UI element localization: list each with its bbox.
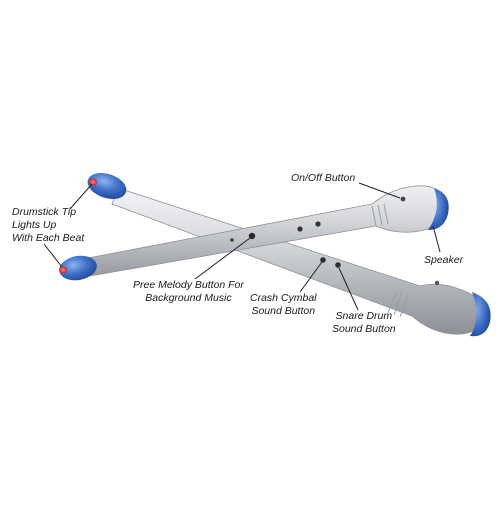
pointer-melody <box>194 237 251 280</box>
pointer-onoff <box>358 182 401 199</box>
label-line: Background Music <box>145 292 232 304</box>
drumstick-lower-left <box>59 185 449 281</box>
pointer-lines <box>43 182 441 311</box>
label-line: Lights Up <box>12 219 57 231</box>
label-speaker: Speaker <box>424 254 463 267</box>
label-line: With Each Beat <box>12 232 85 244</box>
label-snare-drum-button: Snare Drum Sound Button <box>332 310 396 336</box>
led-tip-icon <box>59 255 97 281</box>
label-drumstick-tip: Drumstick Tip Lights Up With Each Beat <box>12 206 84 245</box>
label-line: Sound Button <box>251 305 316 317</box>
led-tip-icon <box>87 173 127 199</box>
round-button-icon <box>230 196 440 286</box>
label-line: Sound Button <box>332 323 396 335</box>
pointer-snare <box>338 267 359 311</box>
label-line: Snare Drum <box>335 310 393 322</box>
label-line: On/Off Button <box>291 172 356 184</box>
label-line: Drumstick Tip <box>12 206 77 218</box>
pointer-tip-upper <box>69 183 93 210</box>
label-line: Crash Cymbal <box>250 292 317 304</box>
label-crash-cymbal-button: Crash Cymbal Sound Button <box>250 292 317 318</box>
label-line: Pree Melody Button For <box>133 279 244 291</box>
pointer-tip-lower <box>43 243 63 268</box>
label-on-off-button: On/Off Button <box>291 172 355 185</box>
pointer-speaker <box>432 225 441 253</box>
pointer-crash <box>299 261 323 293</box>
drumstick-upper-left <box>87 173 491 337</box>
label-melody-button: Pree Melody Button For Background Music <box>133 279 244 305</box>
label-line: Speaker <box>424 254 464 266</box>
speaker-grille-icon <box>428 188 449 230</box>
